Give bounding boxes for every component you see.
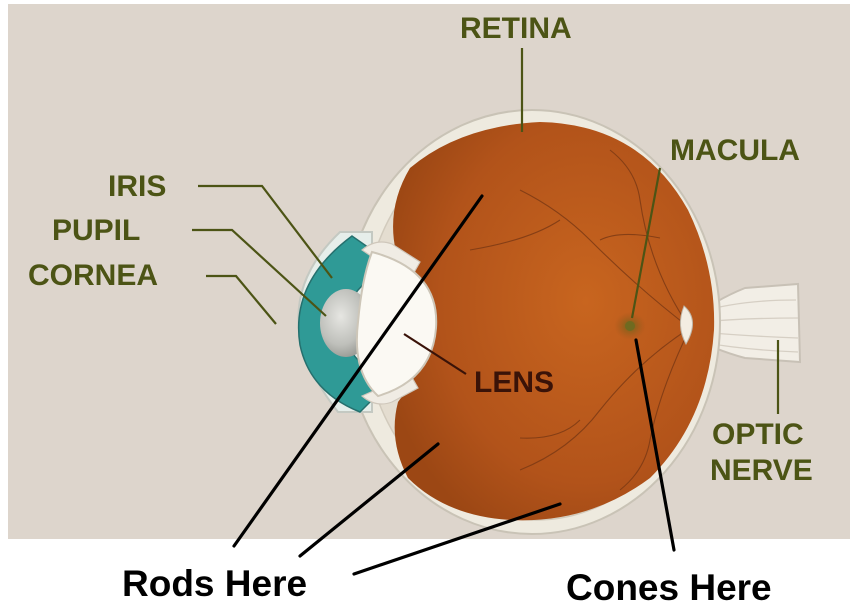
macula-label: MACULA <box>670 134 800 167</box>
pupil-label: PUPIL <box>52 214 140 247</box>
retina-label: RETINA <box>460 12 572 45</box>
optic-nerve-label-line1: OPTIC <box>712 418 804 451</box>
iris-label: IRIS <box>108 170 166 203</box>
cornea-label: CORNEA <box>28 259 158 292</box>
lens-label: LENS <box>474 366 554 399</box>
fovea-dot <box>625 321 635 331</box>
rods-caption: Rods Here <box>122 563 307 604</box>
optic-nerve-label-line2: NERVE <box>710 454 813 487</box>
cones-caption: Cones Here <box>566 567 772 608</box>
